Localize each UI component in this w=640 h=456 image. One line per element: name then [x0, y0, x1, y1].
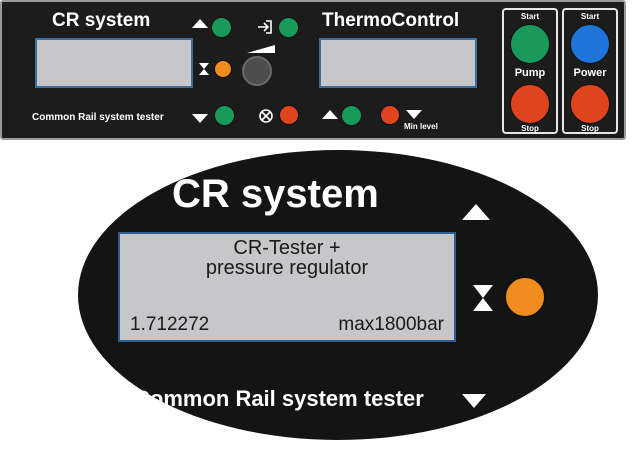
zoom-lcd-display: CR-Tester + pressure regulator 1.712272 … — [118, 232, 456, 342]
zoom-up-arrow-icon — [462, 204, 490, 220]
ramp-icon — [247, 45, 275, 53]
cr-down-arrow-icon — [192, 114, 208, 123]
cr-up-arrow-icon — [192, 19, 208, 28]
power-start-label: Start — [580, 12, 600, 21]
reset-icon — [259, 109, 273, 123]
thermo-down-button[interactable] — [380, 105, 400, 125]
zoom-title: CR system — [172, 172, 379, 216]
thermo-up-button[interactable] — [341, 105, 362, 126]
power-start-button[interactable] — [570, 24, 610, 64]
cr-display — [35, 38, 193, 88]
zoom-down-arrow-icon — [462, 394, 486, 408]
display-line2: pressure regulator — [205, 257, 369, 279]
power-control-box: Start Power Stop — [562, 8, 618, 134]
cr-up-button[interactable] — [211, 17, 232, 38]
pump-control-box: Start Pump Stop — [502, 8, 558, 134]
control-panel: CR system ThermoControl Common Rail syst… — [0, 0, 626, 140]
pump-stop-button[interactable] — [510, 84, 550, 124]
thermo-up-arrow-icon — [322, 110, 338, 119]
thermo-down-arrow-icon — [406, 110, 422, 119]
cr-system-title: CR system — [52, 10, 151, 31]
power-label: Power — [573, 67, 607, 79]
cr-down-button[interactable] — [214, 105, 235, 126]
pressure-indicator-led — [214, 60, 232, 78]
zoom-orange-indicator — [504, 276, 546, 318]
power-stop-button[interactable] — [570, 84, 610, 124]
power-stop-label: Stop — [581, 124, 599, 133]
zoom-hourglass-icon — [473, 285, 493, 311]
pump-start-label: Start — [520, 12, 540, 21]
thermo-display — [319, 38, 477, 88]
enter-icon — [258, 20, 272, 34]
min-level-label: Min level — [404, 122, 438, 131]
enter-button[interactable] — [278, 17, 299, 38]
pump-start-button[interactable] — [510, 24, 550, 64]
zoomed-display-oval: CR system CR-Tester + pressure regulator… — [78, 150, 598, 440]
display-line1: CR-Tester + — [233, 237, 341, 259]
pressure-regulator-knob[interactable] — [242, 56, 272, 86]
thermo-control-title: ThermoControl — [322, 10, 460, 31]
zoom-subtitle: Common Rail system tester — [134, 386, 424, 411]
reset-button[interactable] — [279, 105, 299, 125]
display-value: 1.712272 — [130, 314, 210, 335]
hourglass-icon — [199, 63, 209, 75]
display-max: max1800bar — [338, 314, 444, 335]
pump-label: Pump — [514, 67, 546, 79]
cr-subtitle: Common Rail system tester — [32, 112, 164, 123]
pump-stop-label: Stop — [521, 124, 539, 133]
